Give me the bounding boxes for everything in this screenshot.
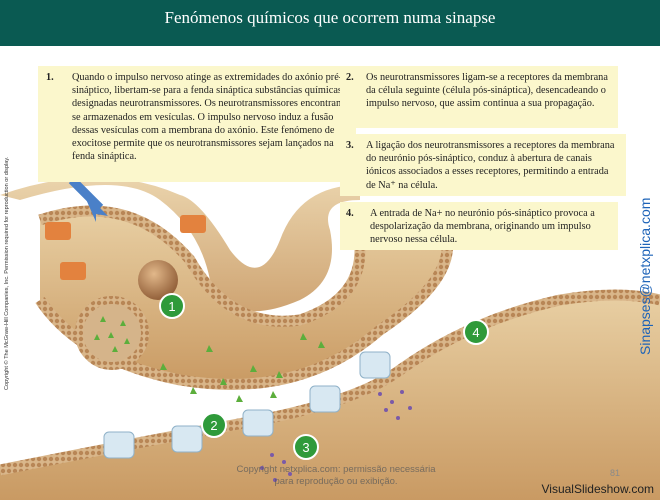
title-bar: Fenómenos químicos que ocorrem numa sina… [0, 0, 660, 46]
step-panel-2: 2. Os neurotransmissores ligam-se a rece… [340, 66, 618, 128]
side-brand: Sinapses@netxplica.com [637, 197, 653, 355]
slide-number: 81 [610, 468, 621, 478]
step-2-number: 2. [346, 72, 354, 83]
step-4-text: A entrada de Na+ no neurónio pós-sinápti… [370, 208, 595, 246]
step-2-text: Os neurotransmissores ligam-se a recepto… [366, 72, 608, 110]
postsynaptic-cell [0, 295, 660, 500]
step-4-number: 4. [346, 208, 354, 219]
marker-3-label: 3 [302, 440, 309, 455]
marker-1-label: 1 [168, 299, 175, 314]
watermark: Copyright netxplica.com: permissão neces… [236, 464, 436, 487]
ion-channels [45, 215, 391, 459]
step-1-text: Quando o impulso nervoso atinge as extre… [72, 72, 348, 163]
synaptic-vesicle [75, 296, 149, 370]
marker-2: 2 [201, 412, 227, 438]
step-1-number: 1. [46, 72, 54, 83]
copyright-notice: Copyright © The McGraw-Hill Companies, I… [4, 156, 10, 390]
footer-brand: VisualSlideshow.com [541, 482, 654, 496]
marker-3: 3 [293, 434, 319, 460]
neurotransmitter-group [94, 316, 325, 402]
marker-1: 1 [159, 293, 185, 319]
step-panel-1: 1. Quando o impulso nervoso atinge as ex… [38, 66, 356, 182]
marker-2-label: 2 [210, 418, 217, 433]
step-panel-3: 3. A ligação dos neurotransmissores a re… [340, 134, 626, 196]
marker-4-label: 4 [472, 325, 479, 340]
marker-4: 4 [463, 319, 489, 345]
step-3-number: 3. [346, 140, 354, 151]
presynaptic-terminal [0, 180, 360, 312]
step-3-text: A ligação dos neurotransmissores a recep… [366, 140, 615, 191]
step-panel-4: 4. A entrada de Na+ no neurónio pós-siná… [340, 202, 618, 250]
synapse-illustration: 1 2 3 4 [0, 180, 660, 500]
slide-title: Fenómenos químicos que ocorrem numa sina… [164, 8, 496, 27]
